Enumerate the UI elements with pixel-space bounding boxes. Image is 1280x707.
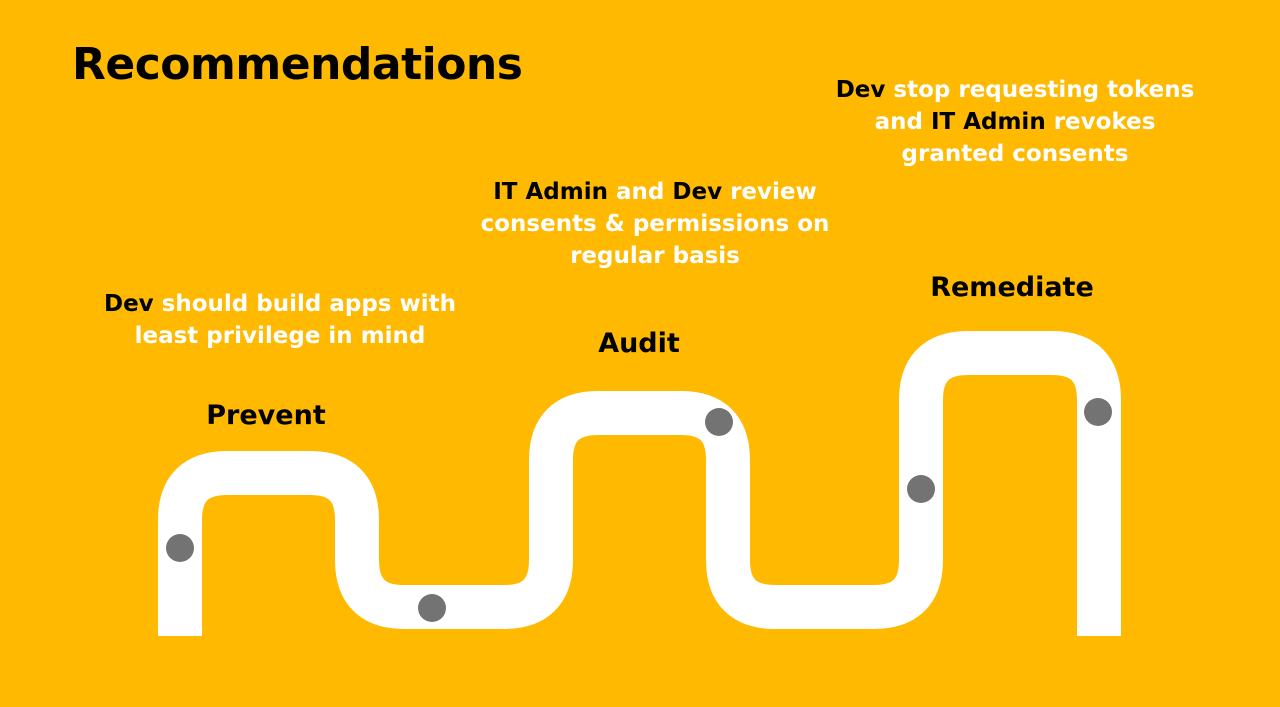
description-segment-dark: Dev (672, 179, 723, 205)
remediate-right-marker (1084, 398, 1112, 426)
description-segment-dark: Dev (835, 77, 886, 103)
description-segment-light: should build apps with least privilege i… (134, 291, 456, 349)
description-segment-dark: Dev (103, 291, 154, 317)
stage-prevent-label: Prevent (206, 400, 326, 431)
page-title: Recommendations (72, 39, 523, 90)
stage-prevent-description: Dev should build apps with least privile… (100, 288, 460, 352)
description-segment-light: review consents & permissions on regular… (480, 179, 830, 269)
prevent-right-marker (418, 594, 446, 622)
audit-marker (705, 408, 733, 436)
description-segment-dark: IT Admin (930, 109, 1046, 135)
prevent-left-marker (166, 534, 194, 562)
stage-audit-label: Audit (598, 328, 680, 359)
description-segment-light: and (608, 179, 673, 205)
winding-road (158, 331, 1121, 636)
stage-remediate-label: Remediate (930, 272, 1094, 303)
stage-audit-description: IT Admin and Dev review consents & permi… (480, 176, 830, 272)
description-segment-dark: IT Admin (493, 179, 608, 205)
remediate-left-marker (907, 475, 935, 503)
description-segment-light: stop requesting tokens and (874, 77, 1195, 135)
stage-remediate-description: Dev stop requesting tokens and IT Admin … (835, 74, 1195, 170)
description-segment-light: revokes granted consents (901, 109, 1156, 167)
